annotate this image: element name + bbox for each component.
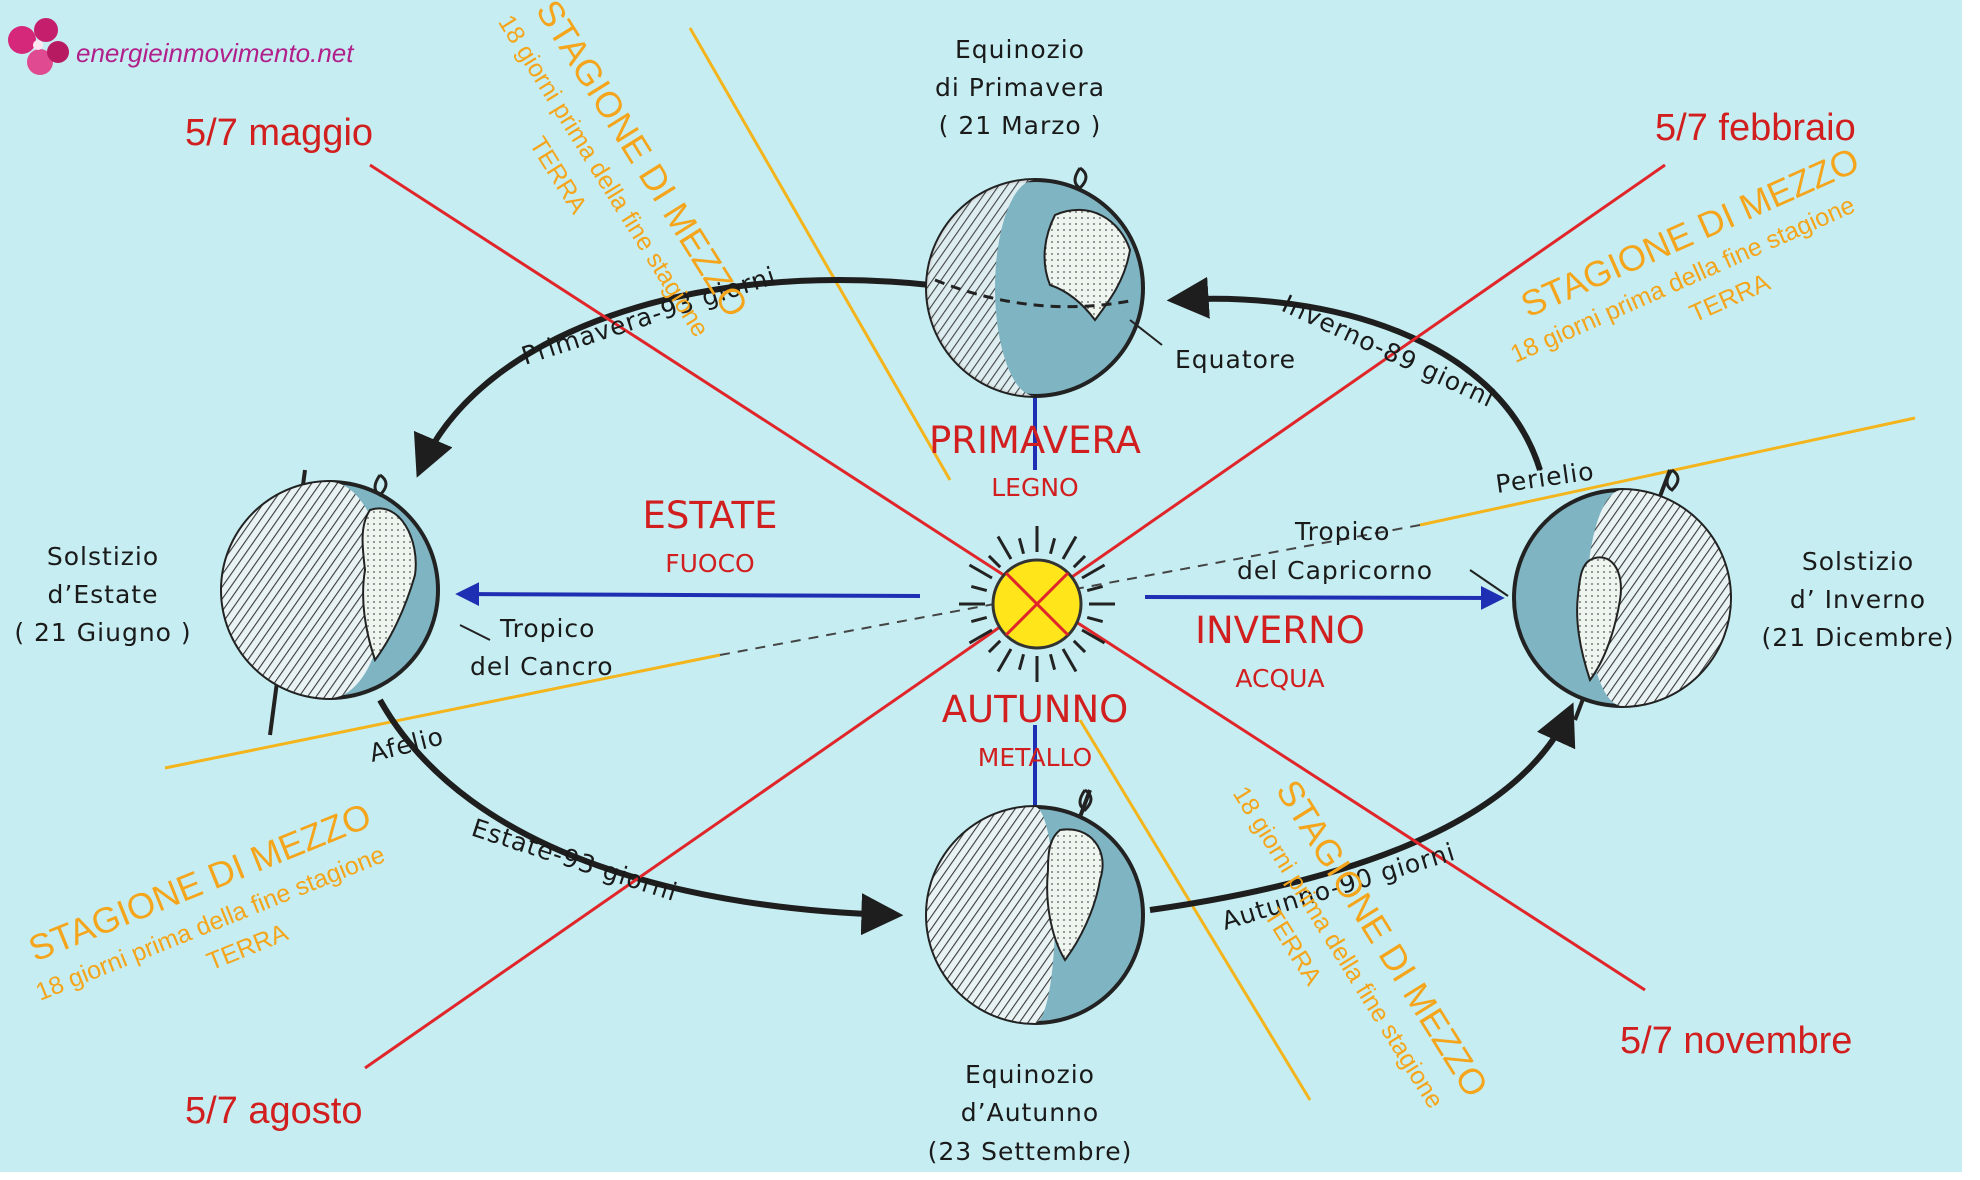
- leader-equator: [1129, 319, 1163, 346]
- winter-solstice-line2: d’ Inverno: [1790, 585, 1926, 614]
- tropic-cancer-label-2: del Cancro: [470, 652, 614, 681]
- middle-season-line-sw: [164, 653, 721, 770]
- sun-ray: [970, 584, 988, 592]
- sun-ray: [1081, 563, 1106, 580]
- site-logo: energieinmovimento.net: [8, 18, 355, 75]
- season-winter: INVERNO: [1195, 609, 1365, 652]
- spring-equinox-line1: Equinozio: [955, 35, 1085, 64]
- date-may: 5/7 maggio: [185, 112, 373, 154]
- winter-solstice-line1: Solstizio: [1802, 547, 1914, 576]
- sun-ray: [996, 648, 1013, 673]
- element-spring: LEGNO: [991, 473, 1078, 502]
- sun-ray: [996, 535, 1013, 560]
- site-brand: energieinmovimento.net: [76, 38, 355, 68]
- middle-season-line-nw: [688, 27, 952, 481]
- orbit-arc-spring: [413, 277, 931, 478]
- tropic-capricorn-label-1: Tropico: [1294, 517, 1390, 546]
- spring-equinox-line2: di Primavera: [935, 73, 1105, 102]
- sun-ray: [1061, 535, 1078, 560]
- element-summer: FUOCO: [665, 549, 755, 578]
- winter-solstice-date: (21 Dicembre): [1762, 623, 1955, 652]
- summer-solstice-date: ( 21 Giugno ): [14, 618, 191, 647]
- globe-winter: [1512, 468, 1732, 721]
- orbit-arc-winter: [1166, 276, 1543, 471]
- tropic-capricorn-label-2: del Capricorno: [1237, 556, 1433, 585]
- autumn-equinox-line2: d’Autunno: [961, 1098, 1099, 1127]
- date-aug: 5/7 agosto: [185, 1090, 362, 1132]
- sun-ray: [1086, 584, 1104, 592]
- sun-ray: [1072, 554, 1087, 569]
- globe-autumn: [925, 788, 1145, 1025]
- sun-ray: [1061, 648, 1078, 673]
- orbit-arc-summer: [377, 698, 904, 936]
- sun-ray: [1072, 639, 1087, 654]
- summer-solstice-line1: Solstizio: [47, 542, 159, 571]
- arrow-to-summer: [455, 582, 921, 607]
- element-winter: ACQUA: [1235, 664, 1324, 693]
- sun-ray: [1049, 653, 1057, 671]
- autumn-equinox-date: (23 Settembre): [928, 1137, 1133, 1166]
- sun-icon: [959, 526, 1115, 682]
- globe-summer: [220, 469, 440, 736]
- sun-ray: [1017, 537, 1025, 555]
- arrow-to-winter: [1144, 585, 1505, 610]
- sun-ray: [1017, 653, 1025, 671]
- sun-ray: [1086, 616, 1104, 624]
- sun-ray: [968, 563, 993, 580]
- season-autumn: AUTUNNO: [942, 688, 1129, 731]
- sun-ray: [1081, 628, 1106, 645]
- date-nov: 5/7 novembre: [1620, 1020, 1852, 1062]
- sun-ray: [968, 628, 993, 645]
- date-feb: 5/7 febbraio: [1655, 107, 1856, 149]
- sun-ray: [1049, 537, 1057, 555]
- globe-spring: [925, 166, 1145, 398]
- leader-tropic-cancer: [459, 624, 491, 641]
- tropic-cancer-label-1: Tropico: [499, 614, 595, 643]
- sun-ray: [970, 616, 988, 624]
- summer-solstice-line2: d’Estate: [48, 580, 159, 609]
- season-summer: ESTATE: [642, 494, 777, 537]
- season-spring: PRIMAVERA: [929, 419, 1141, 462]
- leader-tropic-capricorn: [1469, 569, 1509, 597]
- flower-icon: [8, 18, 69, 75]
- middle-season-line-se: [1078, 719, 1312, 1101]
- equator-label: Equatore: [1175, 345, 1296, 374]
- sun-ray: [987, 639, 1002, 654]
- sun-ray: [987, 554, 1002, 569]
- spring-equinox-date: ( 21 Marzo ): [939, 111, 1102, 140]
- autumn-equinox-line1: Equinozio: [965, 1060, 1095, 1089]
- element-autumn: METALLO: [978, 743, 1092, 772]
- orbit-arc-autumn: [1149, 702, 1576, 913]
